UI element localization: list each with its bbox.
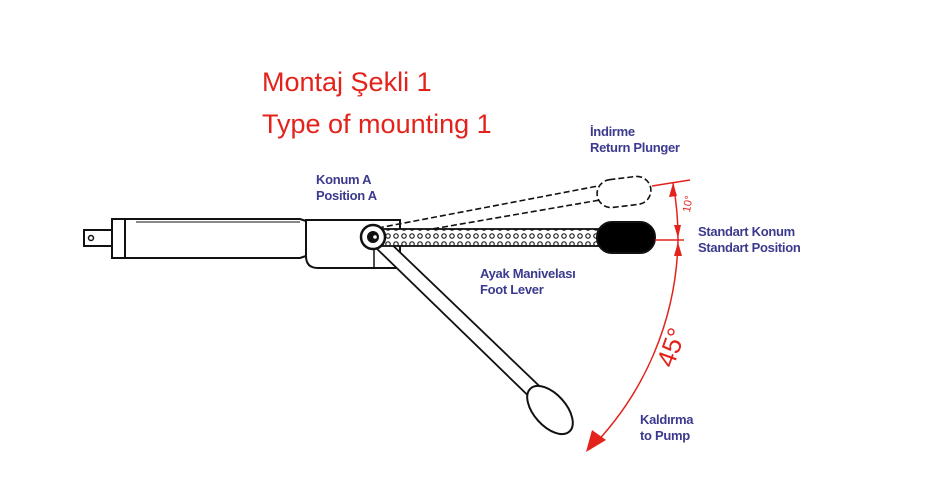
cylinder-flange (111, 218, 126, 259)
cylinder-body (124, 218, 307, 259)
label-return-tr: İndirme (590, 124, 635, 139)
label-position-a-tr: Konum A (316, 172, 372, 187)
lever-pump-position (370, 234, 558, 414)
label-foot-lever-tr: Ayak Manivelası (480, 266, 576, 281)
label-position-a-en: Position A (316, 188, 377, 203)
label-standard-tr: Standart Konum (698, 224, 795, 239)
label-return-en: Return Plunger (590, 140, 680, 155)
title-en: Type of mounting 1 (262, 109, 492, 139)
label-pump: Kaldırma to Pump (640, 412, 694, 444)
arrowheads (586, 183, 682, 452)
label-foot-lever-en: Foot Lever (480, 282, 544, 297)
angle-dimension (589, 179, 691, 450)
label-pump-en: to Pump (640, 428, 690, 443)
handle-pump-position (526, 384, 574, 436)
label-position-a: Konum A Position A (316, 172, 377, 204)
handle-standard-position (596, 221, 656, 254)
lever-standard-position (379, 228, 603, 247)
label-pump-tr: Kaldırma (640, 412, 694, 427)
label-foot-lever: Ayak Manivelası Foot Lever (480, 266, 576, 298)
title-tr: Montaj Şekli 1 (262, 67, 432, 97)
label-return: İndirme Return Plunger (590, 124, 680, 156)
label-standard: Standart Konum Standart Position (698, 224, 801, 256)
label-standard-en: Standart Position (698, 240, 801, 255)
